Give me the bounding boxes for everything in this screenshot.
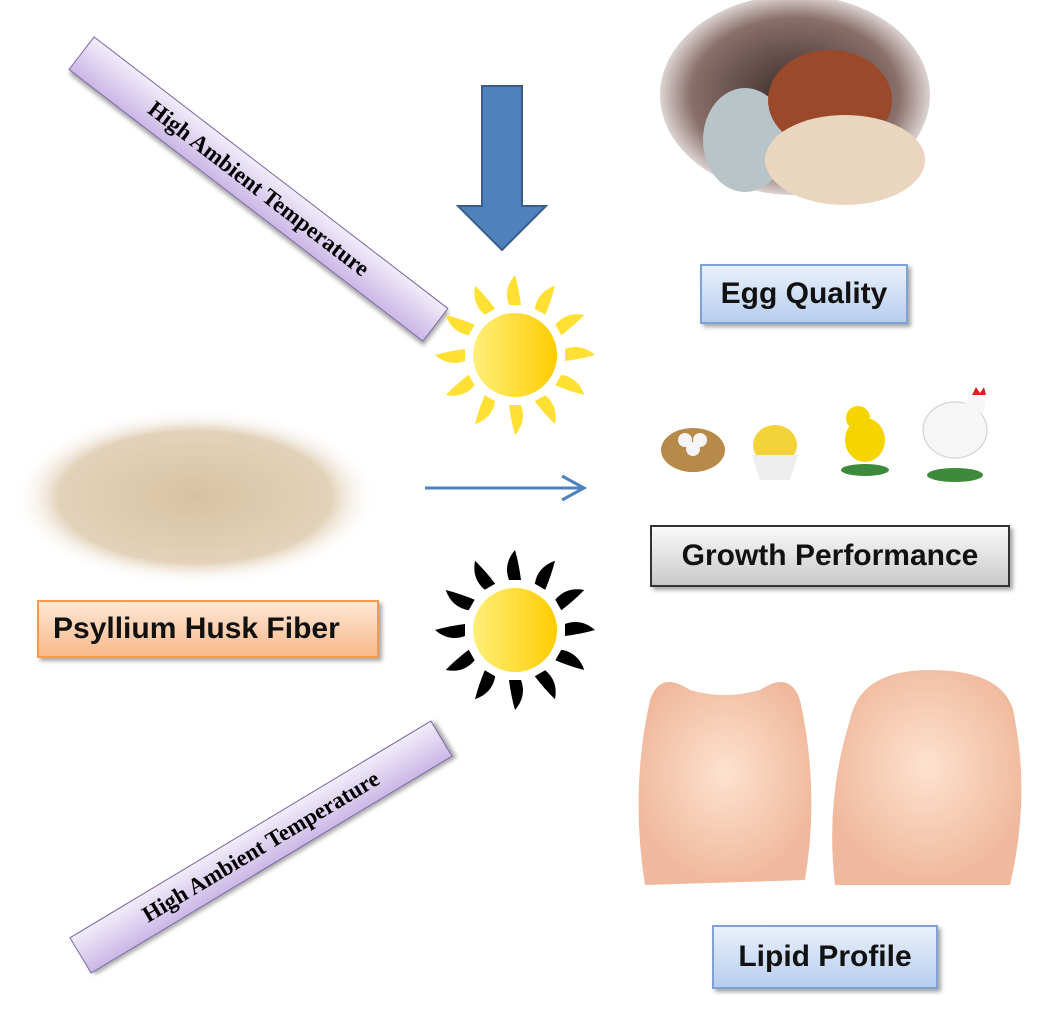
psyllium-husk-fiber-label: Psyllium Husk Fiber [37, 600, 379, 658]
egg-quality-label: Egg Quality [700, 264, 908, 324]
sun-icon [435, 550, 595, 710]
sun-icon [435, 275, 595, 435]
chicken-carcass-image [638, 670, 1022, 885]
down-arrow-icon [455, 85, 549, 252]
psyllium-husk-image [13, 409, 377, 585]
chicken-growth-stages-image [661, 387, 988, 482]
right-arrow-icon [425, 474, 588, 502]
eggs-image [660, 0, 930, 205]
lipid-profile-label: Lipid Profile [712, 925, 938, 989]
growth-performance-label: Growth Performance [650, 525, 1010, 587]
